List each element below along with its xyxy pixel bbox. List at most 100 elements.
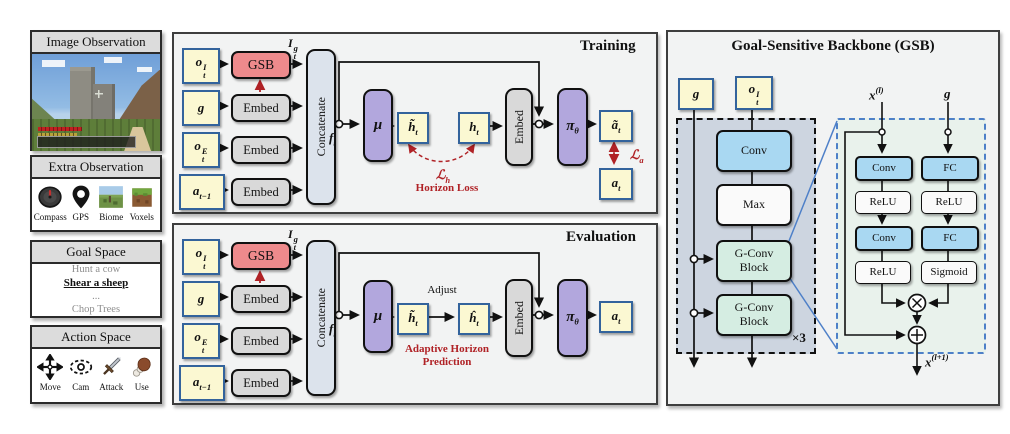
max-block: Max (716, 184, 792, 226)
h-tilde-label: h̃t (408, 119, 418, 138)
crosshair-icon (94, 89, 103, 98)
icon-caption: Compass (33, 212, 67, 222)
cloud (42, 59, 66, 67)
concatenate-block: Concatenate (306, 49, 336, 205)
embed-block-goal-eval: Embed (231, 285, 291, 313)
minecraft-screenshot (32, 54, 160, 151)
inset-conv-2: Conv (855, 226, 913, 251)
horizon-loss-symbol: ℒh (436, 167, 451, 186)
inset-relu-1: ReLU (855, 191, 911, 214)
gsb-block: GSB (231, 51, 291, 79)
cloud (103, 56, 122, 63)
action-item-cam: Cam (66, 354, 96, 392)
a-true-label: at (611, 175, 621, 194)
embed-block-action-eval: Embed (231, 369, 291, 397)
card-goal-space: Goal Space Hunt a cow Shear a sheep ... … (30, 240, 162, 318)
gsb-block-eval: GSB (231, 242, 291, 270)
cloud (136, 66, 153, 73)
mountain (119, 69, 160, 120)
gsb-title: Goal-Sensitive Backbone (GSB) (731, 38, 935, 54)
repeat-times-label: ×3 (792, 330, 806, 345)
embed-block-goal: Embed (231, 94, 291, 122)
sword-icon (103, 357, 121, 375)
adjusted-horizon-box: ĥt (458, 303, 490, 335)
policy-block-eval: πθ (557, 279, 588, 357)
camera-eye-icon (69, 359, 92, 375)
compass-icon (38, 186, 62, 208)
card-title: Goal Space (32, 242, 160, 264)
hunger-bar (38, 132, 77, 136)
extra-item-biome: Biome (96, 184, 126, 222)
goal-item-selected: Shear a sheep (63, 276, 129, 289)
card-extra-observation: Extra Observation Compass GPS (30, 155, 162, 232)
embed-block-extra-eval: Embed (231, 327, 291, 355)
icon-caption: Biome (99, 212, 124, 222)
action-output-box: at (599, 301, 633, 333)
action-loss-symbol: ℒa (630, 147, 644, 166)
predicted-horizon-box: h̃t (397, 112, 429, 144)
castle-tower (70, 66, 95, 120)
predicted-action-box: ãt (599, 110, 633, 142)
goal-input-eval: g (182, 281, 220, 317)
inset-conv-1: Conv (855, 156, 913, 181)
horizon-embed-block-eval: Embed (505, 279, 533, 357)
fused-feature-label-eval: ft (329, 321, 336, 340)
inset-fc-2: FC (921, 226, 979, 251)
action-item-move: Move (35, 354, 65, 392)
card-title: Extra Observation (32, 157, 160, 179)
training-title: Training (580, 38, 636, 54)
x-layer-output-label: x(l+1) (925, 352, 949, 370)
true-horizon-box: ht (458, 112, 490, 144)
horizon-loss-caption: Horizon Loss (415, 182, 479, 194)
gsb-goal-input: g (678, 78, 714, 110)
embed-block-extra: Embed (231, 136, 291, 164)
h-hat-label: ĥt (469, 310, 479, 329)
icon-caption: Move (39, 382, 61, 392)
conv-block-main: Conv (716, 130, 792, 172)
a-tilde-label: ãt (611, 117, 621, 136)
true-action-box: at (599, 168, 633, 200)
action-item-use: Use (127, 354, 157, 392)
goal-list: Hunt a cow Shear a sheep ... Chop Trees (32, 264, 160, 316)
voxels-grass-block-icon (132, 188, 152, 207)
x-layer-input-label: x(l) (869, 85, 884, 103)
embed-block-action: Embed (231, 178, 291, 206)
mu-head-block-eval: μ (363, 280, 393, 353)
adaptive-horizon-caption-1: Adaptive Horizon (404, 343, 490, 355)
mu-head-block: μ (363, 89, 393, 162)
inset-relu-2: ReLU (855, 261, 911, 284)
inset-fc-1: FC (921, 156, 979, 181)
inset-sigmoid: Sigmoid (921, 261, 977, 284)
extra-item-gps: GPS (66, 184, 96, 222)
gconv-block-2: G-Conv Block (716, 294, 792, 336)
concatenate-block-eval: Concatenate (306, 240, 336, 396)
predicted-horizon-box-eval: h̃t (397, 303, 429, 335)
icon-caption: GPS (72, 212, 89, 222)
horizon-embed-block: Embed (505, 88, 533, 166)
extra-observation-icons: Compass GPS Biome (32, 179, 160, 223)
adaptive-horizon-caption-2: Prediction (422, 356, 472, 368)
goal-input: g (182, 90, 220, 126)
adjust-label: Adjust (427, 284, 457, 296)
use-item-icon (132, 357, 151, 377)
fused-feature-label: ft (329, 130, 336, 149)
icon-caption: Attack (99, 382, 124, 392)
goal-item: Hunt a cow (71, 263, 121, 275)
biome-icon (99, 186, 124, 208)
action-space-icons: Move Cam Attack (32, 349, 160, 393)
icon-caption: Use (134, 382, 149, 392)
goal-label: g (197, 100, 205, 115)
card-title: Image Observation (32, 32, 160, 54)
extra-item-voxels: Voxels (127, 184, 157, 222)
evaluation-title: Evaluation (566, 229, 637, 245)
card-image-observation: Image Observation (30, 30, 162, 151)
